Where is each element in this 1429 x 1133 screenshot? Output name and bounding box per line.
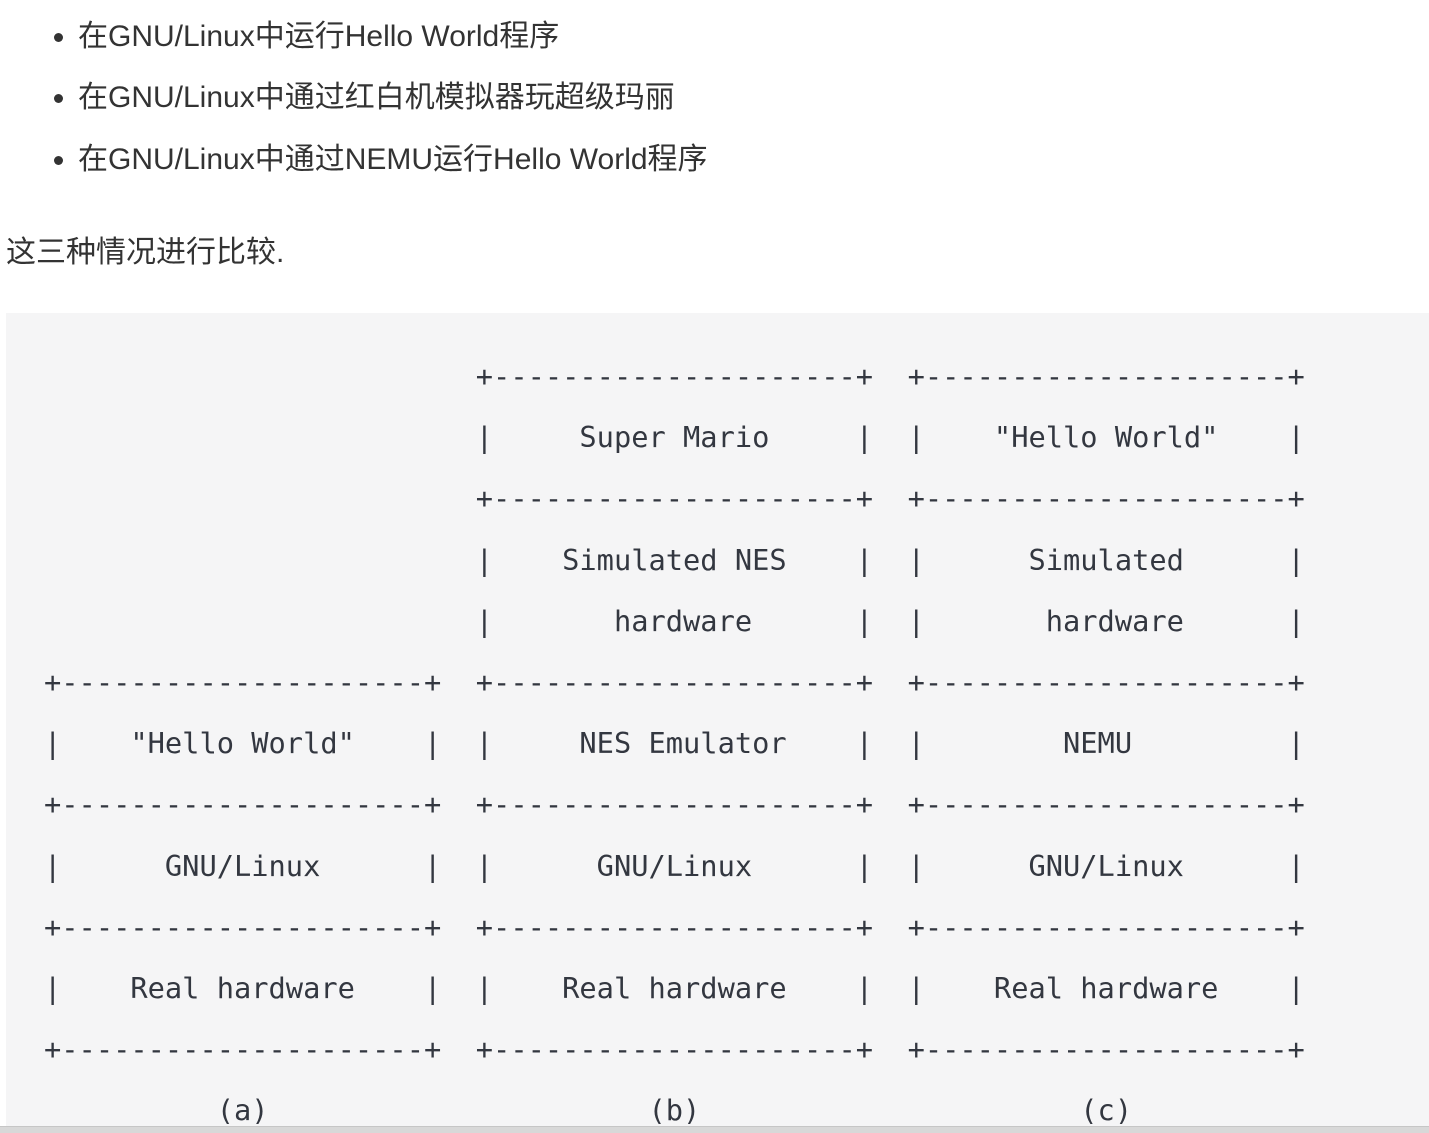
horizontal-scrollbar[interactable] [0,1126,1429,1133]
intro-list: 在GNU/Linux中运行Hello World程序 在GNU/Linux中通过… [6,6,1429,190]
comparison-paragraph: 这三种情况进行比较. [6,235,285,269]
code-block: +---------------------+ +---------------… [6,312,1429,1133]
ascii-stack-diagram: +---------------------+ +---------------… [44,358,1305,1128]
list-item-text: 在GNU/Linux中通过红白机模拟器玩超级玛丽 [78,81,675,115]
list-item: 在GNU/Linux中运行Hello World程序 [78,6,1429,67]
list-item: 在GNU/Linux中通过NEMU运行Hello World程序 [78,129,1429,190]
list-item-text: 在GNU/Linux中通过NEMU运行Hello World程序 [78,142,708,176]
article-content: 在GNU/Linux中运行Hello World程序 在GNU/Linux中通过… [0,6,1429,1133]
list-item: 在GNU/Linux中通过红白机模拟器玩超级玛丽 [78,67,1429,128]
list-item-text: 在GNU/Linux中运行Hello World程序 [78,20,560,53]
